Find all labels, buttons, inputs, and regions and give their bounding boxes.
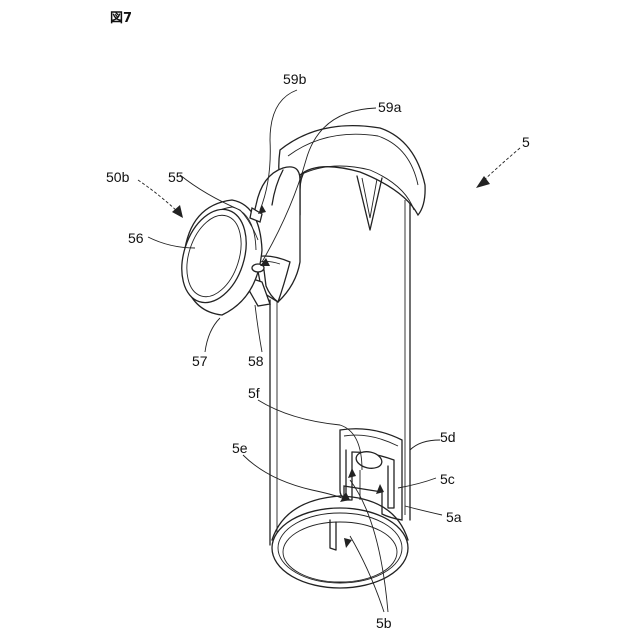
- slot-region: [340, 429, 402, 520]
- label-50b: 50b: [106, 169, 130, 185]
- label-5c: 5c: [440, 471, 455, 487]
- label-5a: 5a: [446, 509, 462, 525]
- label-5d: 5d: [440, 429, 456, 445]
- label-55: 55: [168, 169, 184, 185]
- label-57: 57: [192, 353, 208, 369]
- label-59a: 59a: [378, 99, 402, 115]
- figure-title: 図7: [110, 11, 132, 26]
- bottom-ring: [272, 496, 408, 588]
- side-arm-assembly: [171, 167, 300, 315]
- reference-arrows: [138, 148, 520, 548]
- label-5: 5: [522, 134, 530, 150]
- label-5f: 5f: [248, 385, 260, 401]
- label-56: 56: [128, 230, 144, 246]
- label-58: 58: [248, 353, 264, 369]
- label-5e: 5e: [232, 440, 248, 456]
- label-59b: 59b: [283, 71, 307, 87]
- label-5b: 5b: [376, 615, 392, 631]
